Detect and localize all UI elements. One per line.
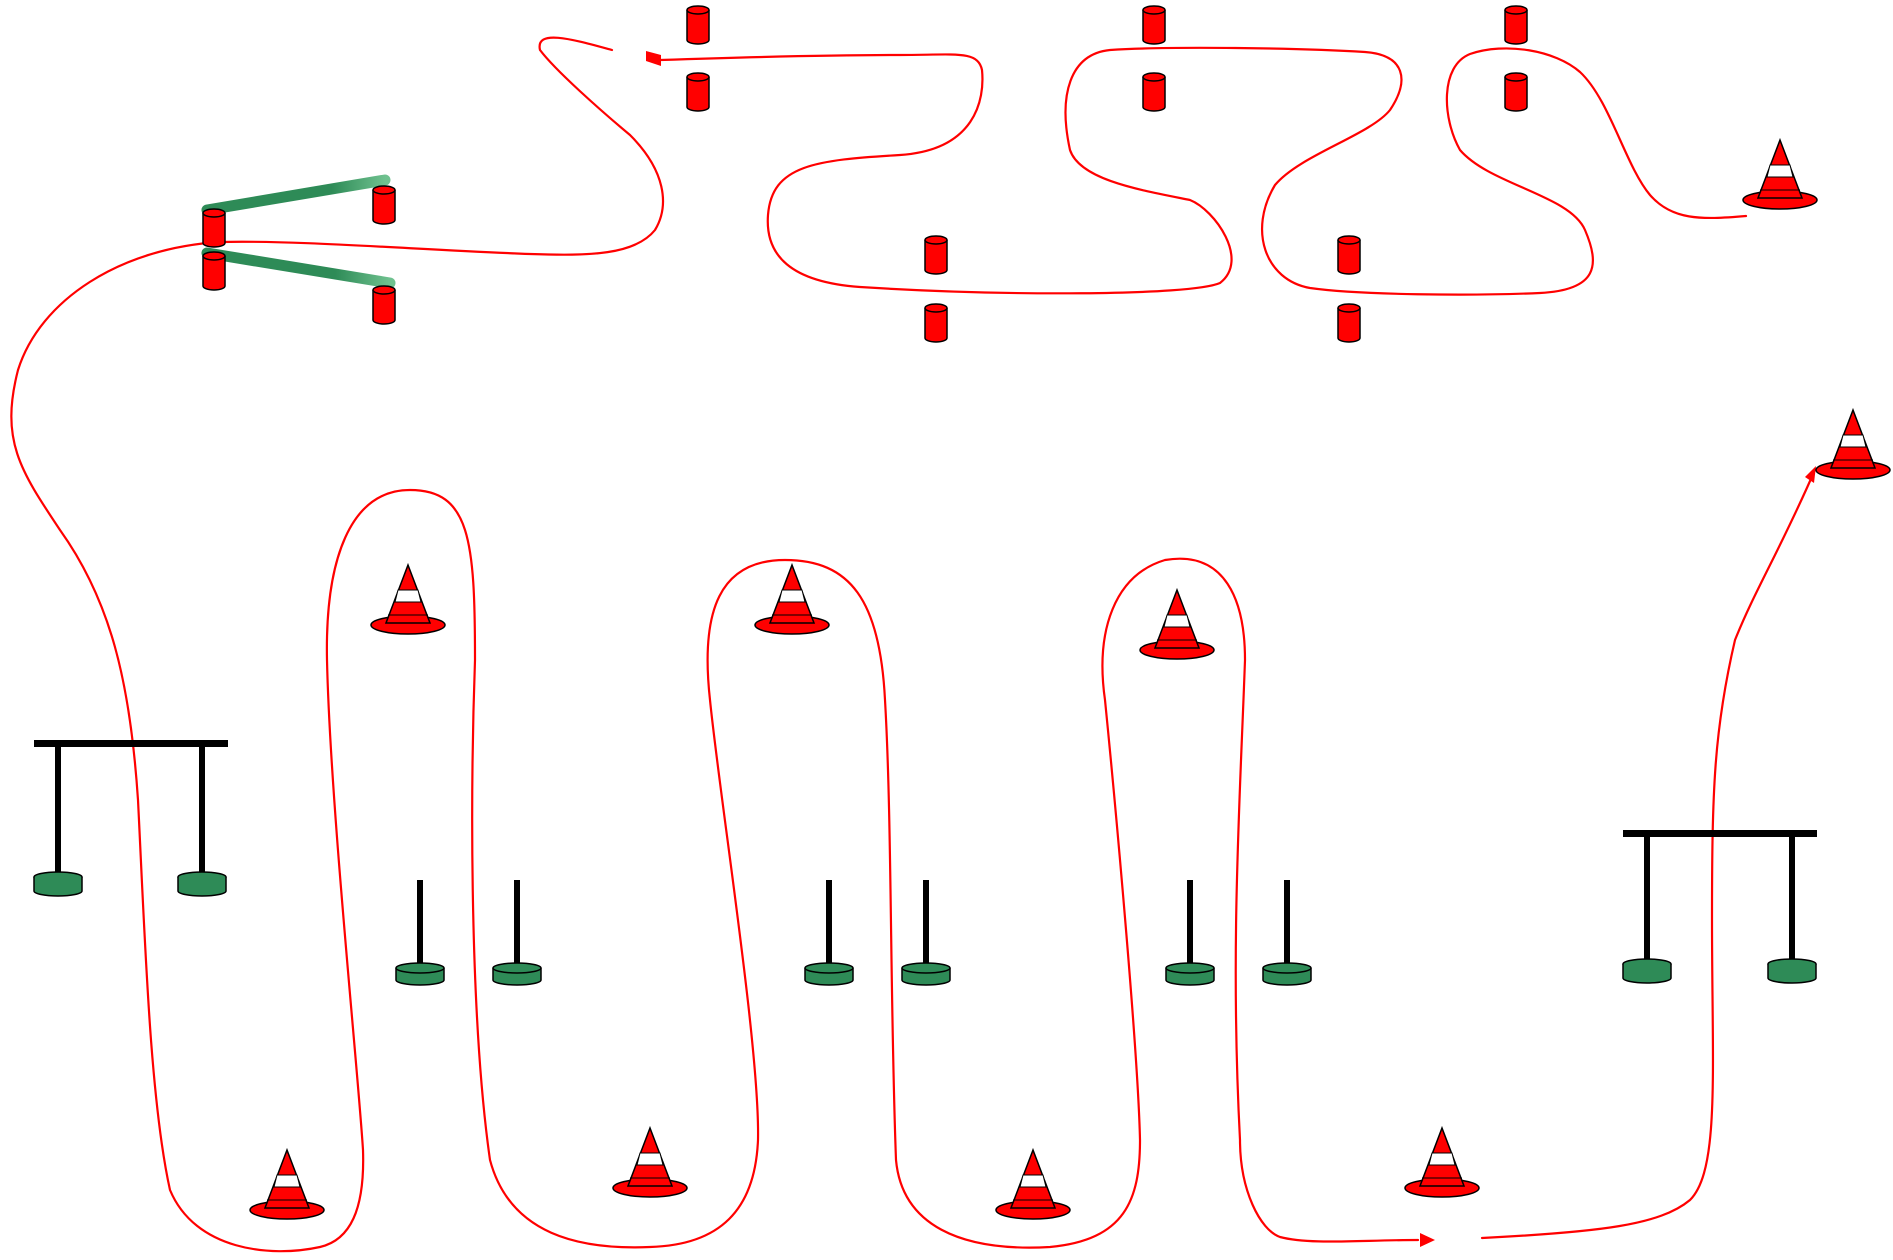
hurdle-pole (199, 745, 205, 875)
single-pole (901, 880, 951, 986)
hurdle-base (1622, 964, 1672, 984)
post-marker (202, 251, 226, 291)
post-marker (1337, 235, 1361, 275)
hurdle-pole (1789, 835, 1795, 965)
hurdle-base (33, 877, 83, 897)
hurdle-bar (34, 740, 228, 747)
hurdle-base (177, 877, 227, 897)
single-poles (395, 880, 1312, 986)
cone (1139, 587, 1215, 660)
arrowhead-right-up (1805, 466, 1816, 483)
cone (995, 1147, 1071, 1220)
post-marker (372, 185, 396, 225)
route-arrowheads (646, 51, 1816, 1247)
cone (1742, 137, 1818, 210)
cone (754, 562, 830, 635)
cones (249, 137, 1891, 1220)
hurdle-pole (55, 745, 61, 875)
single-pole (804, 880, 854, 986)
post-marker (372, 285, 396, 325)
post-marker (686, 5, 710, 45)
arrowhead-top-left (646, 51, 661, 66)
hurdle (33, 740, 228, 897)
single-pole (395, 880, 445, 986)
cone (1815, 407, 1891, 480)
post-marker (686, 72, 710, 112)
post-marker (1337, 303, 1361, 343)
post-marker (1504, 72, 1528, 112)
post-marker (1504, 5, 1528, 45)
post-markers (202, 5, 1528, 343)
post-marker (924, 303, 948, 343)
rail-upper (201, 174, 391, 216)
hurdle-bar (1623, 830, 1817, 837)
hurdle-base (1767, 964, 1817, 984)
cone (370, 562, 446, 635)
cone (249, 1147, 325, 1220)
post-marker (202, 208, 226, 248)
rail-lower (201, 247, 396, 289)
post-marker (1142, 72, 1166, 112)
hurdle-pole (1644, 835, 1650, 965)
post-marker (1142, 5, 1166, 45)
single-pole (492, 880, 542, 986)
hurdle (1622, 830, 1817, 984)
single-pole (1165, 880, 1215, 986)
rails (201, 174, 396, 289)
route-path-main (10, 36, 1748, 1253)
post-marker (924, 235, 948, 275)
single-pole (1262, 880, 1312, 986)
route (10, 36, 1816, 1253)
arrowhead-bottom (1420, 1233, 1435, 1247)
route-path-exit (1480, 470, 1816, 1240)
cone (1404, 1125, 1480, 1198)
cone (612, 1125, 688, 1198)
